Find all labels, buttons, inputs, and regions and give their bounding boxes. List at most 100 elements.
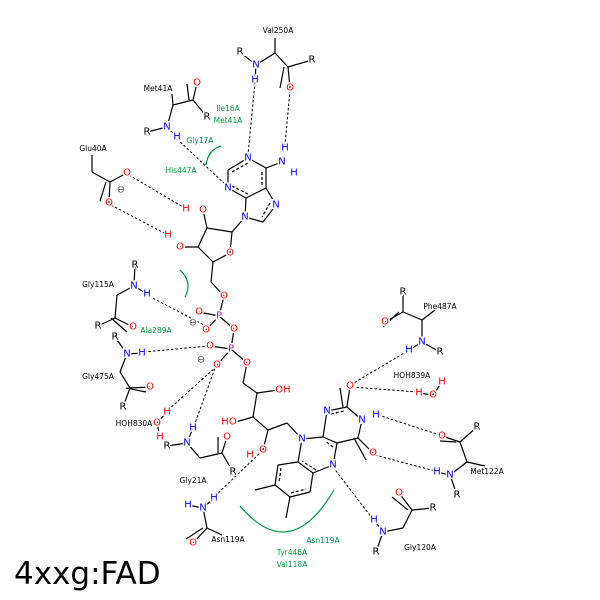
atom-o: O xyxy=(429,390,437,401)
hydrophobic-label-asn119: Asn119A xyxy=(306,536,340,545)
bond xyxy=(382,527,404,533)
residue-label-val250: Val250A xyxy=(263,26,295,35)
hydrogen-bond xyxy=(214,451,262,497)
bond xyxy=(212,252,231,263)
bonds xyxy=(91,38,486,553)
bond xyxy=(202,497,215,509)
atom-r: R xyxy=(164,441,171,452)
bond xyxy=(274,464,279,486)
atom-o: O xyxy=(176,242,184,253)
atom-p: P xyxy=(228,344,234,355)
bond xyxy=(421,341,441,353)
hydrogen-bond xyxy=(128,174,184,208)
atom-o: O xyxy=(438,431,446,442)
hydrogen-bond xyxy=(332,466,373,519)
hydrophobic-arc xyxy=(179,269,189,298)
hydrogen-bond xyxy=(351,386,418,393)
atom-n: N xyxy=(418,337,425,348)
hydrogen-bond xyxy=(110,204,167,235)
atom-n: N xyxy=(252,60,259,71)
hydrogen-bond xyxy=(377,414,441,436)
bond xyxy=(357,437,374,454)
atom-h: H xyxy=(438,377,446,388)
atom-o: O xyxy=(259,445,267,456)
hydrogen-bond xyxy=(167,366,217,411)
hydrogen-bond xyxy=(148,295,205,326)
bond xyxy=(256,389,279,394)
atom-h: H xyxy=(281,143,289,154)
bond xyxy=(231,416,254,424)
bond xyxy=(254,484,276,491)
bond xyxy=(277,461,299,466)
bond xyxy=(375,531,384,553)
bond xyxy=(252,416,269,431)
atom-r: R xyxy=(112,332,119,343)
bond xyxy=(133,285,148,295)
atom-h: H xyxy=(210,493,218,504)
bond xyxy=(373,519,384,533)
bond xyxy=(242,362,248,384)
bond xyxy=(91,171,111,183)
atom-n: N xyxy=(163,122,170,133)
bond xyxy=(252,392,258,418)
bond xyxy=(205,315,220,331)
bond xyxy=(172,99,194,106)
double-bond xyxy=(99,181,107,202)
hydrogen-bond xyxy=(351,348,412,385)
negative-charge-icon: ⊖ xyxy=(117,185,125,196)
bond xyxy=(108,181,111,204)
bond xyxy=(206,227,233,233)
atom-h: H xyxy=(290,168,298,179)
atom-h: H xyxy=(163,407,171,418)
residue-label-met41: Met41A xyxy=(144,84,174,93)
atom-h: H xyxy=(138,348,146,359)
double-bond xyxy=(185,527,204,540)
hydrogen-bond xyxy=(247,81,256,156)
bond xyxy=(245,187,267,199)
hydrophobic-arcs xyxy=(179,145,335,533)
residue-label-gly21: Gly21A xyxy=(179,476,207,485)
atom-n: N xyxy=(329,460,336,471)
bond xyxy=(297,438,303,463)
atom-n: N xyxy=(241,212,248,223)
bond xyxy=(218,295,225,317)
bond xyxy=(402,509,413,529)
bond xyxy=(286,422,303,440)
bond xyxy=(192,82,198,101)
hydrogen-bond xyxy=(176,138,228,187)
hydrophobic-arc xyxy=(239,489,335,533)
atom-o: O xyxy=(195,307,203,318)
bond xyxy=(230,328,235,350)
hydrogen-bonds xyxy=(110,81,441,519)
bond xyxy=(274,52,289,68)
atom-ho: HO xyxy=(221,417,237,428)
residue-label-gly475: Gly475A xyxy=(82,372,115,381)
bond xyxy=(312,464,334,474)
bond xyxy=(418,392,434,396)
atom-o: O xyxy=(189,538,197,549)
bond xyxy=(411,507,434,511)
bond xyxy=(216,348,232,366)
bond xyxy=(119,371,131,389)
bond xyxy=(133,264,136,287)
bond xyxy=(198,311,220,317)
atom-o: O xyxy=(146,382,154,393)
bond xyxy=(187,504,204,509)
bond xyxy=(287,59,313,68)
bond xyxy=(210,261,214,283)
bond xyxy=(171,93,174,106)
atom-h: H xyxy=(184,500,192,511)
hydrophobic-label-his447: His447A xyxy=(165,166,197,175)
residue-label-phe487: Phe487A xyxy=(423,302,457,311)
bond xyxy=(109,172,128,183)
bond xyxy=(408,341,423,351)
bond xyxy=(309,472,314,493)
bond xyxy=(122,387,131,408)
atom-o: O xyxy=(193,78,201,89)
atom-o: O xyxy=(206,341,214,352)
aromatic-bond xyxy=(301,460,317,471)
bond xyxy=(421,309,436,321)
bond xyxy=(126,352,143,355)
bond xyxy=(114,294,118,319)
